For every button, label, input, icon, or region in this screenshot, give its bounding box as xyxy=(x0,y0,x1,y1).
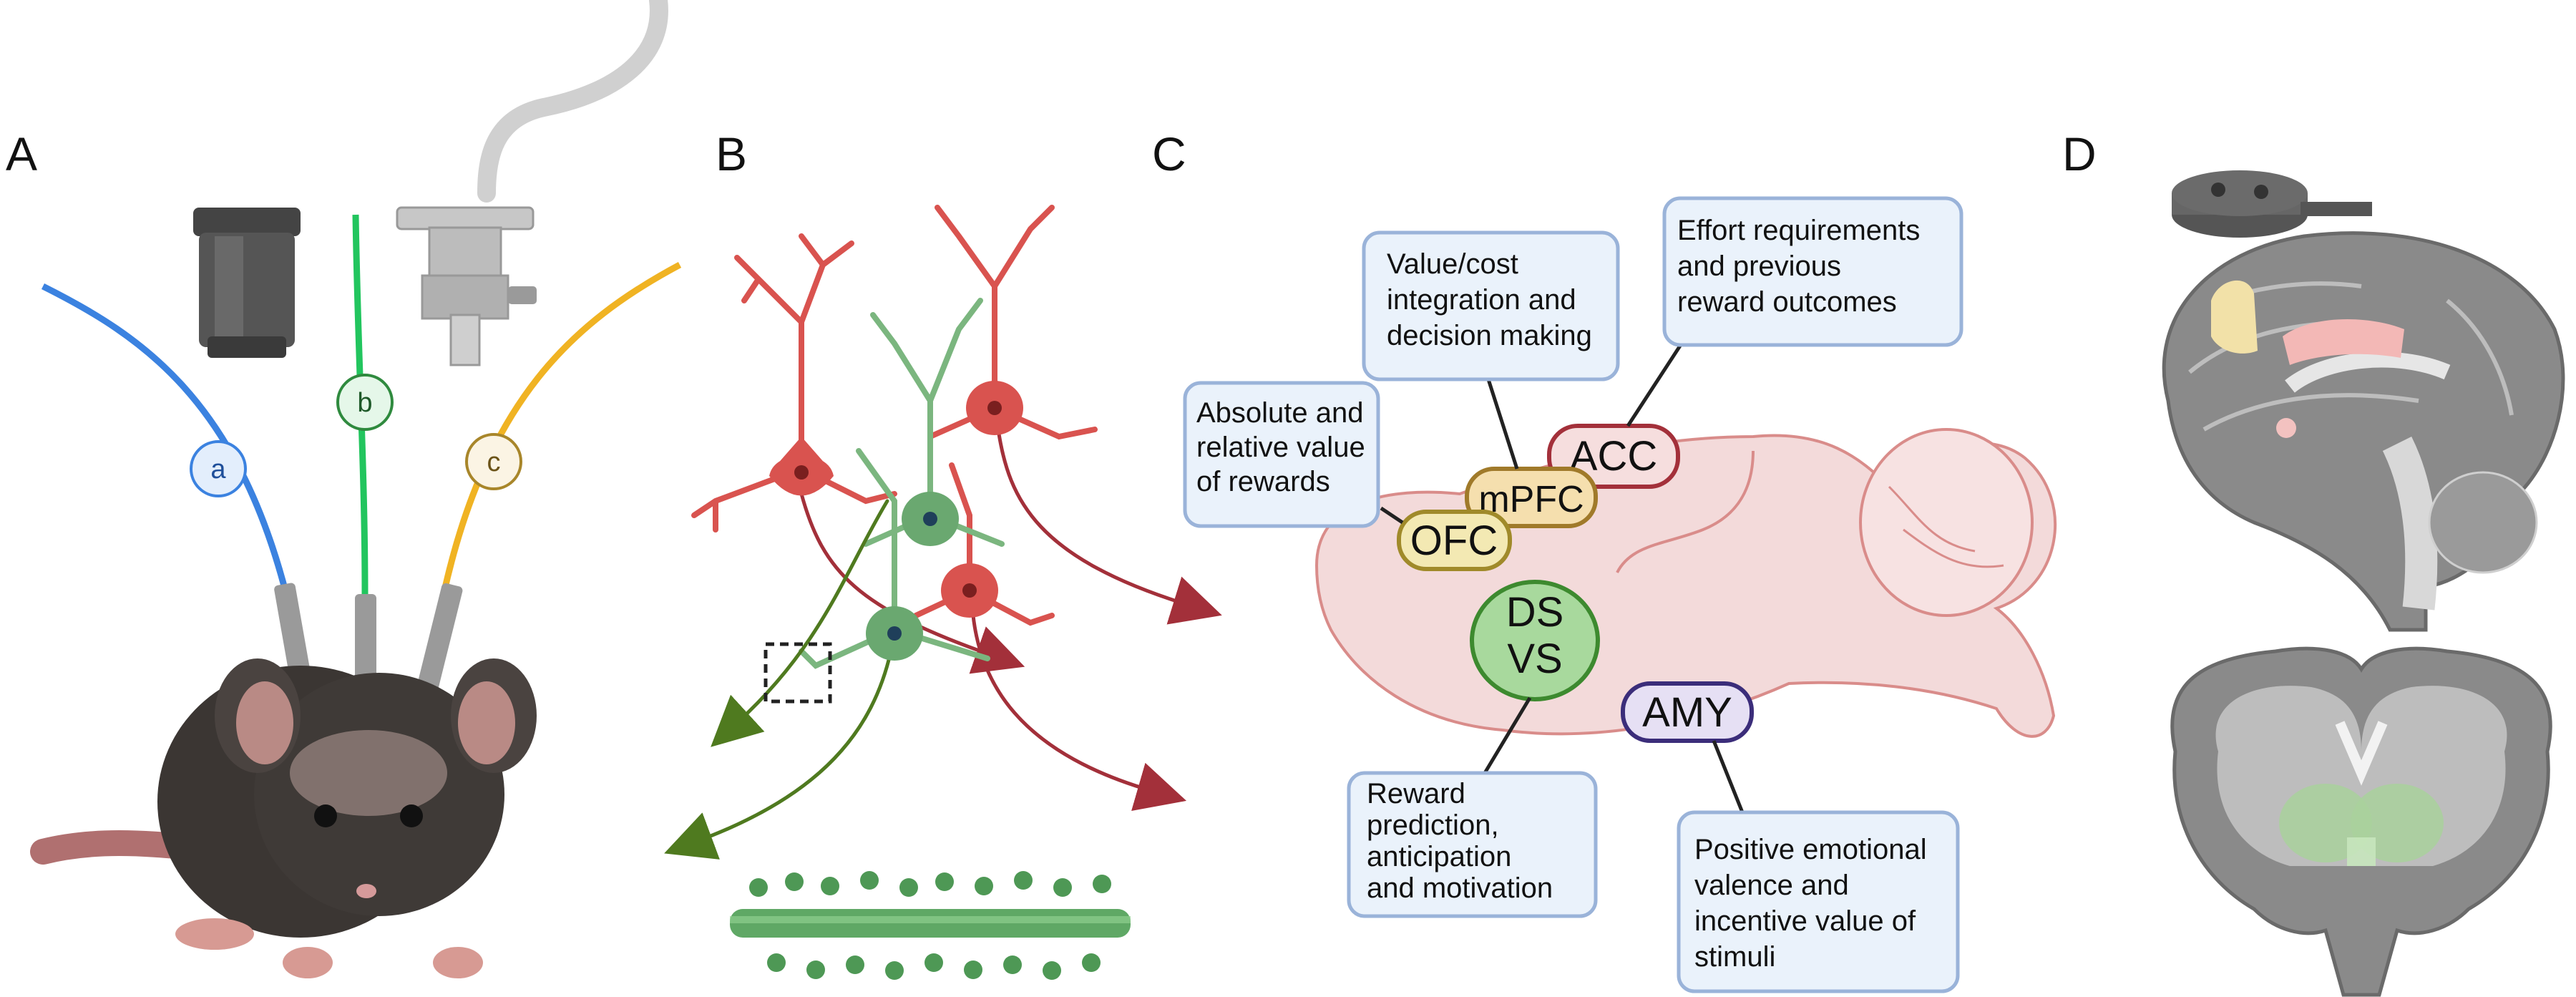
function-box-dsvs: Reward prediction, anticipation and moti… xyxy=(1347,771,1598,918)
panel-c-letter: C xyxy=(1152,127,1186,180)
stimulator-device-icon xyxy=(2172,170,2372,238)
panel-a: A a b c xyxy=(6,0,682,978)
fiber-a-label: a xyxy=(190,440,247,497)
coronal-human-brain xyxy=(2170,646,2552,997)
function-box-mpfc: Value/cost integration and decision maki… xyxy=(1362,230,1620,381)
svg-text:decision making: decision making xyxy=(1387,320,1592,351)
sagittal-human-brain xyxy=(2162,231,2565,632)
mouse-illustration xyxy=(30,658,537,978)
fiber-a-cable xyxy=(41,283,290,595)
panel-a-letter: A xyxy=(6,127,37,180)
svg-text:and previous: and previous xyxy=(1677,251,1841,282)
panel-d-letter: D xyxy=(2062,127,2097,180)
svg-text:relative value: relative value xyxy=(1196,432,1365,463)
region-amy: AMY xyxy=(1621,681,1754,743)
fiber-c-label: c xyxy=(465,433,522,490)
region-ds-vs: DS VS xyxy=(1470,580,1600,701)
region-ofc: OFC xyxy=(1397,510,1512,571)
svg-text:DS: DS xyxy=(1506,589,1564,636)
fiber-b-label: b xyxy=(336,374,394,431)
green-neuron-2 xyxy=(664,448,990,860)
svg-text:OFC: OFC xyxy=(1410,517,1498,564)
svg-text:of rewards: of rewards xyxy=(1196,466,1330,497)
panel-b: B xyxy=(664,127,1222,980)
svg-text:Absolute and: Absolute and xyxy=(1196,397,1364,429)
svg-text:Value/cost: Value/cost xyxy=(1387,248,1518,280)
panel-b-letter: B xyxy=(716,127,747,180)
svg-text:Reward: Reward xyxy=(1367,778,1465,809)
dendrite-spines-illustration xyxy=(730,871,1131,980)
svg-text:VS: VS xyxy=(1507,636,1562,682)
svg-text:anticipation: anticipation xyxy=(1367,841,1511,872)
panel-c: C ACC mPFC OFC DS VS AMY xyxy=(1152,127,2057,993)
svg-text:Positive emotional: Positive emotional xyxy=(1694,834,1927,865)
svg-text:prediction,: prediction, xyxy=(1367,809,1499,841)
svg-text:valence and: valence and xyxy=(1694,870,1849,901)
miniscope-icon xyxy=(396,0,668,366)
svg-text:b: b xyxy=(357,388,372,418)
svg-text:incentive value of: incentive value of xyxy=(1694,905,1916,937)
svg-text:reward outcomes: reward outcomes xyxy=(1677,286,1897,318)
callout-lines xyxy=(1380,342,1745,813)
svg-text:and motivation: and motivation xyxy=(1367,872,1553,904)
svg-text:Effort requirements: Effort requirements xyxy=(1677,215,1920,246)
svg-text:stimuli: stimuli xyxy=(1694,941,1775,973)
function-box-amy: Positive emotional valence and incentive… xyxy=(1677,810,1960,993)
fiber-c-cable xyxy=(440,262,682,595)
svg-text:c: c xyxy=(487,447,501,477)
panel-d: D xyxy=(2062,127,2565,997)
zoom-box xyxy=(763,642,832,704)
function-box-acc: Effort requirements and previous reward … xyxy=(1662,196,1963,347)
svg-text:a: a xyxy=(210,454,226,485)
svg-text:AMY: AMY xyxy=(1642,689,1732,736)
svg-text:integration and: integration and xyxy=(1387,284,1576,316)
function-box-ofc: Absolute and relative value of rewards xyxy=(1183,381,1380,528)
objective-lens-icon xyxy=(193,208,301,358)
